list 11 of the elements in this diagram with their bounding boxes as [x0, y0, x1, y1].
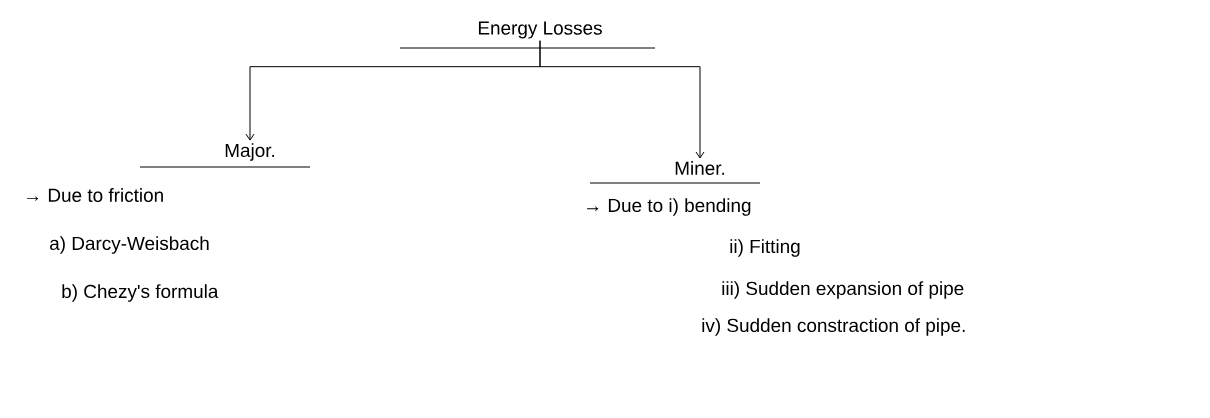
- arrow: [539, 40, 705, 159]
- list-item: ii) Fitting: [730, 239, 800, 257]
- list-item: → Due to friction: [27, 188, 163, 202]
- list-item: a) Darcy-Weisbach: [50, 236, 209, 254]
- list-item: iv) Sudden constraction of pipe.: [702, 318, 965, 336]
- list-item: → Due to i) bending: [587, 198, 751, 216]
- heading: Miner.: [589, 161, 761, 184]
- list-item: iii) Sudden expansion of pipe: [722, 281, 964, 299]
- heading: Major.: [139, 143, 311, 168]
- heading: Energy Losses: [399, 21, 656, 49]
- list-item: b) Chezy's formula: [62, 284, 219, 302]
